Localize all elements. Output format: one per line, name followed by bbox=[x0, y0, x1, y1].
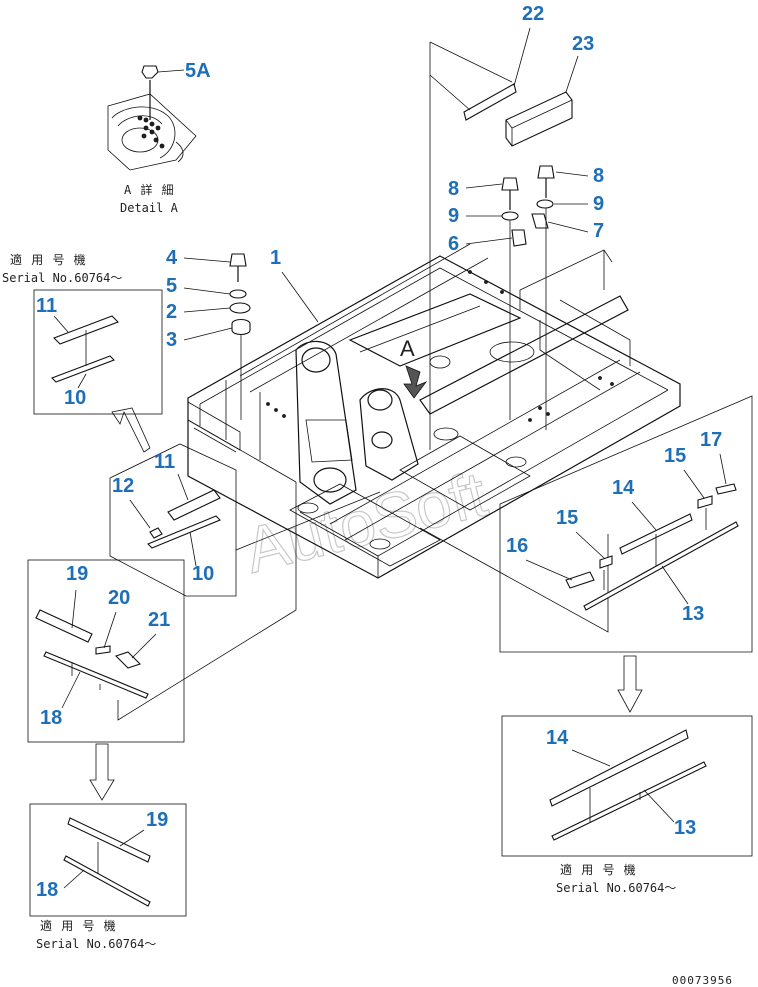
part-12-clip bbox=[149, 527, 163, 539]
callout-16: 16 bbox=[506, 535, 528, 557]
callout-17: 17 bbox=[700, 429, 722, 451]
part-20-clip bbox=[95, 645, 111, 655]
part-15-clip-left bbox=[599, 555, 613, 569]
callout-5: 5 bbox=[166, 275, 177, 297]
variant-arrow-down-left bbox=[89, 743, 115, 801]
part-13-strip bbox=[583, 521, 739, 611]
drawing-code: 00073956 bbox=[672, 974, 733, 987]
part-10-strip-upper bbox=[51, 355, 115, 383]
right-applicable-serial: Serial No.60764～ bbox=[556, 881, 676, 895]
callout-6: 6 bbox=[448, 233, 459, 255]
callout-8-right: 8 bbox=[593, 165, 604, 187]
part-21-clip bbox=[114, 651, 142, 669]
callout-19-lower: 19 bbox=[146, 809, 168, 831]
variant-arrow-left bbox=[111, 407, 151, 453]
washer-5 bbox=[229, 289, 247, 299]
callout-12: 12 bbox=[112, 475, 134, 497]
part-23-plate bbox=[505, 91, 573, 147]
callout-20: 20 bbox=[108, 587, 130, 609]
callout-18-upper: 18 bbox=[40, 707, 62, 729]
part-3-cap bbox=[231, 318, 251, 336]
detail-a-view bbox=[107, 65, 197, 171]
callout-14-upper: 14 bbox=[612, 477, 635, 499]
callout-11-upper: 11 bbox=[36, 295, 57, 317]
part-13-strip-variant bbox=[551, 761, 707, 841]
left-applicable-jp: 適 用 号 機 bbox=[10, 252, 87, 267]
callout-11-lower: 11 bbox=[154, 451, 175, 473]
part-7-block bbox=[531, 213, 549, 229]
part-18-strip-variant bbox=[63, 855, 151, 907]
part-19-cover-variant bbox=[67, 817, 151, 863]
lower-left-applicable-serial: Serial No.60764～ bbox=[36, 937, 156, 951]
bolt-8-right bbox=[537, 165, 555, 198]
callout-21: 21 bbox=[148, 609, 170, 631]
callout-9-right: 9 bbox=[593, 193, 604, 215]
washer-9-right bbox=[536, 199, 554, 209]
callout-5a: 5A bbox=[185, 60, 211, 82]
bolt-4 bbox=[229, 253, 247, 282]
part-18-strip bbox=[43, 651, 149, 699]
view-arrow-label: A bbox=[400, 336, 415, 361]
callout-4: 4 bbox=[166, 247, 178, 269]
variant-arrow-down-right bbox=[617, 655, 643, 713]
callout-14-lower: 14 bbox=[546, 727, 569, 749]
part-11-cover-lower bbox=[167, 489, 221, 521]
part-10-strip-lower bbox=[147, 515, 221, 549]
right-applicable-jp: 適 用 号 機 bbox=[560, 862, 637, 877]
main-frame-assembly bbox=[187, 243, 681, 579]
callout-13-lower: 13 bbox=[674, 817, 696, 839]
lower-left-group-box bbox=[27, 559, 185, 743]
callout-9-left: 9 bbox=[448, 205, 459, 227]
part-6-spacer bbox=[511, 229, 527, 247]
part-17-clip bbox=[715, 483, 737, 495]
lower-left-applicable-jp: 適 用 号 機 bbox=[40, 918, 117, 933]
part-19-cover bbox=[35, 609, 93, 643]
right-variant-box bbox=[501, 715, 753, 857]
washer-9-left bbox=[501, 211, 519, 221]
part-15-clip-right bbox=[697, 495, 713, 509]
left-applicable-serial: Serial No.60764～ bbox=[2, 271, 122, 285]
left-cover-group-box bbox=[109, 443, 237, 597]
callout-3: 3 bbox=[166, 329, 177, 351]
callout-13-upper: 13 bbox=[682, 603, 704, 625]
callout-19-upper: 19 bbox=[66, 563, 88, 585]
lower-left-variant-box bbox=[29, 803, 187, 917]
bolt-8-left bbox=[501, 177, 519, 210]
callout-18-lower: 18 bbox=[36, 879, 58, 901]
callout-8-left: 8 bbox=[448, 178, 459, 200]
callout-15-right: 15 bbox=[664, 445, 686, 467]
left-variant-box bbox=[33, 289, 163, 415]
callout-22: 22 bbox=[522, 3, 544, 25]
detail-a-label: Detail A bbox=[120, 201, 179, 215]
part-14-cover-variant bbox=[549, 729, 689, 807]
part-2-plate bbox=[229, 302, 251, 314]
callout-23: 23 bbox=[572, 33, 594, 55]
part-16-clip bbox=[565, 571, 595, 589]
callout-2: 2 bbox=[166, 301, 177, 323]
callout-1: 1 bbox=[270, 247, 281, 269]
callout-10-lower: 10 bbox=[192, 563, 214, 585]
callout-15-left: 15 bbox=[556, 507, 578, 529]
callout-7: 7 bbox=[593, 220, 604, 242]
view-direction-arrow bbox=[403, 365, 428, 399]
part-22-plate bbox=[463, 83, 517, 121]
detail-a-jp-label: A 詳 細 bbox=[124, 182, 175, 197]
callout-10-upper: 10 bbox=[64, 387, 86, 409]
right-group-box bbox=[499, 395, 753, 653]
